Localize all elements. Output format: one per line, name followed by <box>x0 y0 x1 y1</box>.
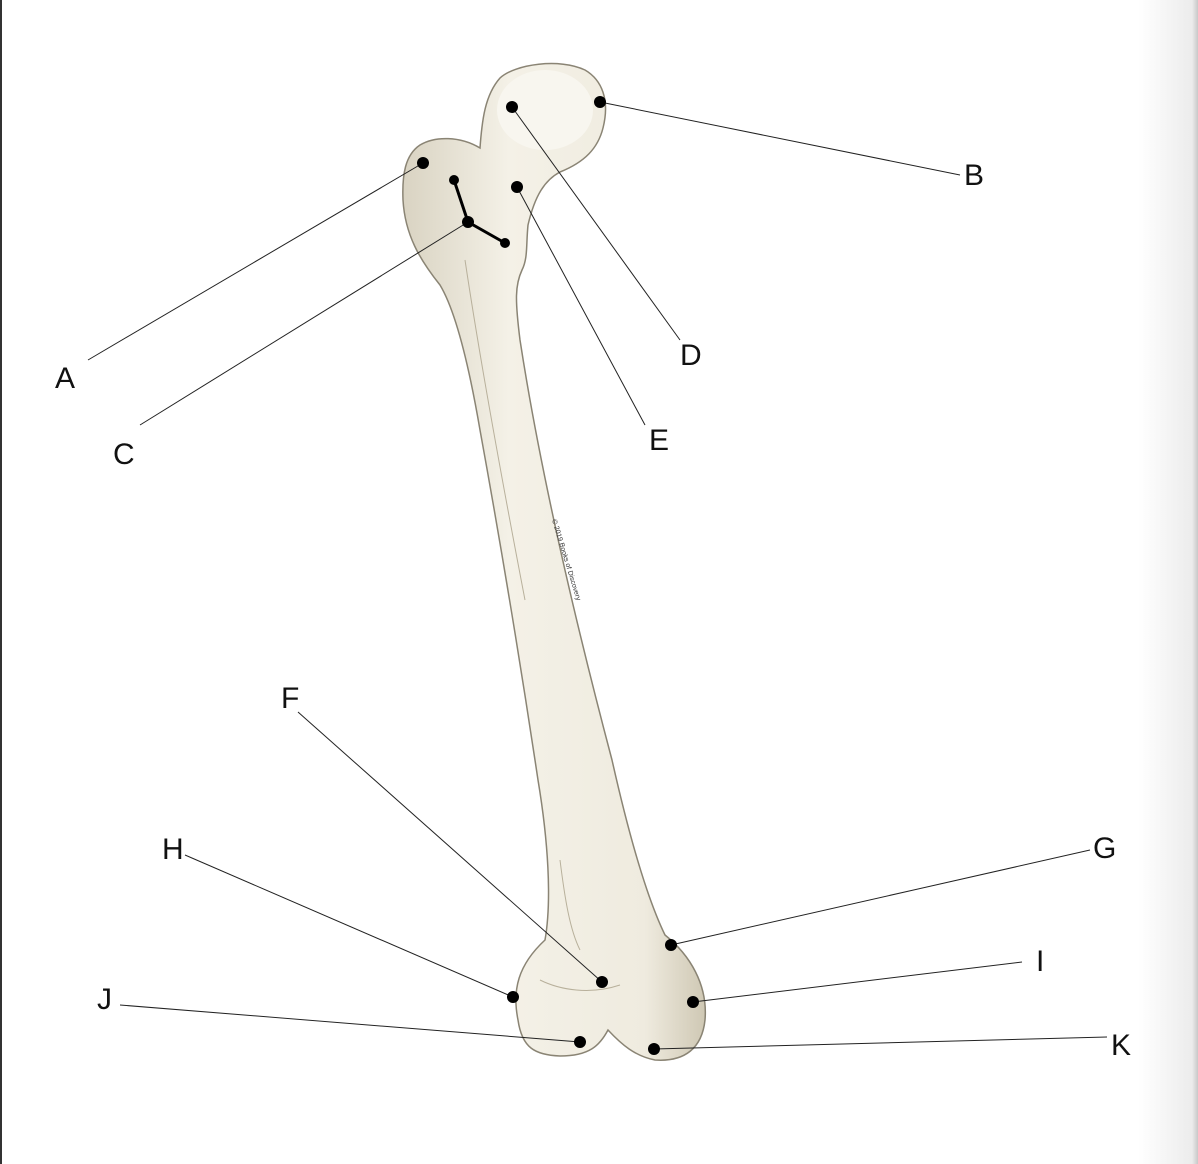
leader-line-h <box>184 854 514 998</box>
label-j: J <box>97 983 112 1016</box>
leader-line-d <box>511 106 681 341</box>
leader-line-a <box>87 162 424 361</box>
point-h <box>507 991 519 1003</box>
leader-line-i <box>692 961 1023 1003</box>
leader-line-c <box>139 221 469 426</box>
femoral-head-highlight <box>497 70 593 150</box>
marker-dot <box>500 238 510 248</box>
label-d: D <box>680 339 702 372</box>
scrollbar-gutter <box>1138 0 1198 1164</box>
point-k <box>648 1043 660 1055</box>
point-j <box>574 1036 586 1048</box>
label-h: H <box>162 833 184 866</box>
label-i: I <box>1036 945 1044 978</box>
leader-line-g <box>670 849 1091 946</box>
page-edge-left <box>0 0 2 1164</box>
femur-bone <box>402 62 707 1061</box>
point-f <box>596 976 608 988</box>
label-c: C <box>113 438 135 471</box>
point-a <box>417 157 429 169</box>
point-g <box>665 939 677 951</box>
label-k: K <box>1111 1029 1131 1062</box>
point-e <box>511 181 523 193</box>
leader-line-j <box>119 1004 581 1043</box>
label-a: A <box>55 362 75 395</box>
leader-line-f <box>297 711 603 983</box>
point-c <box>462 216 474 228</box>
leader-line-e <box>516 186 646 426</box>
point-d <box>506 101 518 113</box>
marker-dot <box>449 175 459 185</box>
leader-line-k <box>653 1036 1108 1050</box>
label-e: E <box>649 424 669 457</box>
bone-shading <box>464 259 621 991</box>
leader-line-b <box>599 101 961 176</box>
label-f: F <box>281 682 299 715</box>
label-b: B <box>964 159 984 192</box>
point-b <box>594 96 606 108</box>
point-i <box>687 996 699 1008</box>
label-g: G <box>1093 832 1116 865</box>
